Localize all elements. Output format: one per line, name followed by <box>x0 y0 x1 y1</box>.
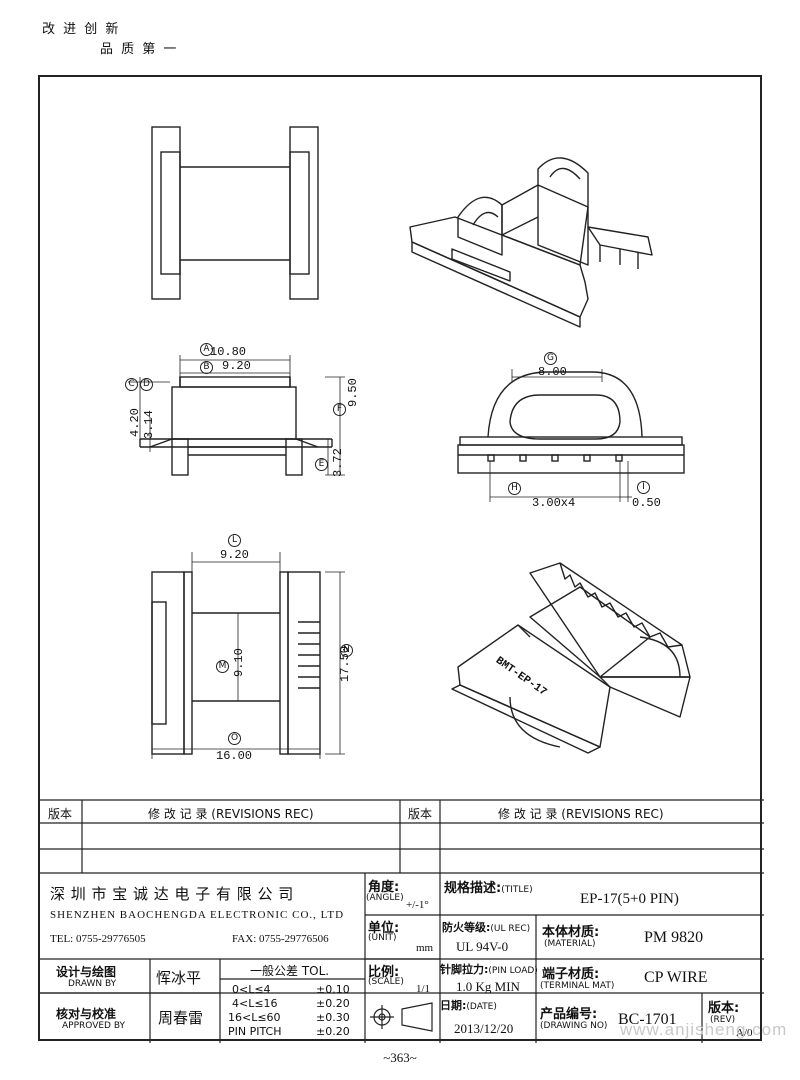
dim-e-value: 3.72 <box>331 448 345 477</box>
callout-e: E <box>315 458 328 471</box>
pin-load-label-en: (PIN LOAD) <box>488 966 538 976</box>
tolerance-title: 一般公差 TOL. <box>250 964 330 978</box>
callout-g: G <box>544 352 557 365</box>
callout-d: D <box>140 378 153 391</box>
date-value: 2013/12/20 <box>454 1021 514 1036</box>
tolerance-range-2: 16<L≤60 <box>228 1011 281 1024</box>
company-name-en: SHENZHEN BAOCHENGDA ELECTRONIC CO., LTD <box>50 909 345 921</box>
table-grid <box>40 799 764 1043</box>
approved-label: 核对与校准 <box>56 1007 117 1021</box>
callout-n: N <box>340 644 353 657</box>
dim-c-value: 4.20 <box>128 408 142 437</box>
scale-value: 1/1 <box>416 983 431 995</box>
dim-f-value: 9.50 <box>346 378 360 407</box>
tolerance-range-0: 0<L≤4 <box>232 983 271 996</box>
drawing-no-label: 产品编号: <box>540 1007 598 1022</box>
pin-load-label-cn: 针脚拉力: <box>440 963 489 976</box>
rev-col-version-right: 版本 <box>408 807 433 821</box>
dim-d-value: 3.14 <box>142 410 156 439</box>
rev-col-record-right: 修 改 记 录 (REVISIONS REC) <box>498 807 664 821</box>
scale-en: (SCALE) <box>368 977 404 987</box>
ul-value: UL 94V-0 <box>456 939 509 954</box>
callout-m: M <box>216 660 229 673</box>
tolerance-value-3: ±0.20 <box>316 1025 350 1038</box>
unit-label: 单位: <box>368 921 400 936</box>
terminal-en: (TERMINAL MAT) <box>540 981 615 991</box>
callout-f: F <box>333 403 346 416</box>
tolerance-value-1: ±0.20 <box>316 997 350 1010</box>
angle-value: +/-1° <box>406 899 429 911</box>
drawn-label: 设计与绘图 <box>56 965 117 979</box>
drawn-en: DRAWN BY <box>68 979 117 989</box>
date-label-en: (DATE) <box>466 1002 497 1012</box>
company-fax: FAX: 0755-29776506 <box>232 933 329 945</box>
callout-b: B <box>200 361 213 374</box>
spec-label: 规格描述:(TITLE) <box>444 877 533 896</box>
callout-l: L <box>228 534 241 547</box>
callout-a: A <box>200 343 213 356</box>
view-bottom <box>151 552 345 759</box>
callout-i: I <box>637 481 650 494</box>
slogan-line-1: 改 进 创 新 <box>42 22 121 37</box>
company-name-cn: 深 圳 市 宝 诚 达 电 子 有 限 公 司 <box>50 887 295 903</box>
material-label: 本体材质: <box>542 925 600 940</box>
dim-h-value: 3.00x4 <box>532 496 576 510</box>
dim-o-value: 16.00 <box>216 749 253 763</box>
technical-drawing <box>40 126 764 1043</box>
rev-col-version-left: 版本 <box>48 807 73 821</box>
angle-label: 角度: <box>368 880 400 895</box>
terminal-value: CP WIRE <box>644 969 708 986</box>
drawing-no-en: (DRAWING NO) <box>540 1021 608 1031</box>
callout-h: H <box>508 482 521 495</box>
slogan-line-2: 品 质 第 一 <box>100 42 179 57</box>
material-value: PM 9820 <box>644 929 704 946</box>
rev-en: (REV) <box>710 1015 736 1025</box>
tolerance-value-0: ±0.10 <box>316 983 350 996</box>
tolerance-value-2: ±0.30 <box>316 1011 350 1024</box>
dim-i-value: 0.50 <box>632 496 661 510</box>
callout-c: C <box>125 378 138 391</box>
pin-load-label: 针脚拉力:(PIN LOAD) <box>440 961 538 977</box>
spec-value: EP-17(5+0 PIN) <box>580 891 679 907</box>
dim-g-value: 8.00 <box>538 365 567 379</box>
pin-load-value: 1.0 Kg MIN <box>456 979 520 994</box>
approved-name: 周春雷 <box>158 1009 204 1027</box>
spec-label-cn: 规格描述: <box>444 881 502 896</box>
material-en: (MATERIAL) <box>544 939 596 949</box>
view-isometric-top <box>409 157 653 328</box>
drawn-name: 恽冰平 <box>156 969 202 987</box>
scale-label: 比例: <box>368 965 400 980</box>
dim-l-value: 9.20 <box>220 548 249 562</box>
callout-o: O <box>228 732 241 745</box>
angle-en: (ANGLE) <box>366 893 404 903</box>
view-front <box>128 355 345 476</box>
dim-m-value: 9.10 <box>232 648 246 677</box>
dim-a-value: 10.80 <box>210 345 247 359</box>
rev-col-record-left: 修 改 记 录 (REVISIONS REC) <box>148 807 314 821</box>
view-top-left <box>151 126 319 300</box>
ul-label-cn: 防火等级: <box>442 921 491 934</box>
ul-label: 防火等级:(UL REC) <box>442 919 530 935</box>
dim-b-value: 9.20 <box>222 359 251 373</box>
tolerance-range-3: PIN PITCH <box>228 1025 282 1038</box>
rev-label: 版本: <box>708 1001 740 1016</box>
view-isometric-bottom <box>451 562 691 754</box>
drawing-no-value: BC-1701 <box>618 1011 677 1028</box>
approved-en: APPROVED BY <box>62 1021 126 1031</box>
date-label-cn: 日期: <box>440 999 467 1012</box>
unit-en: (UNIT) <box>368 933 397 943</box>
company-tel: TEL: 0755-29776505 <box>50 933 146 945</box>
page-number: ~363~ <box>383 1050 417 1065</box>
unit-value: mm <box>416 942 434 954</box>
ul-label-en: (UL REC) <box>490 924 531 934</box>
terminal-label: 端子材质: <box>542 967 600 982</box>
view-side <box>457 369 685 502</box>
date-label: 日期:(DATE) <box>440 997 497 1013</box>
drawing-sheet: 10.80 9.20 9.50 4.20 3.14 3.72 8.00 3.00… <box>38 75 764 1043</box>
watermark: www.anjisheng.com <box>620 1020 788 1039</box>
rev-value: A/0 <box>736 1027 753 1039</box>
tolerance-range-1: 4<L≤16 <box>232 997 278 1010</box>
spec-label-en: (TITLE) <box>501 885 533 895</box>
